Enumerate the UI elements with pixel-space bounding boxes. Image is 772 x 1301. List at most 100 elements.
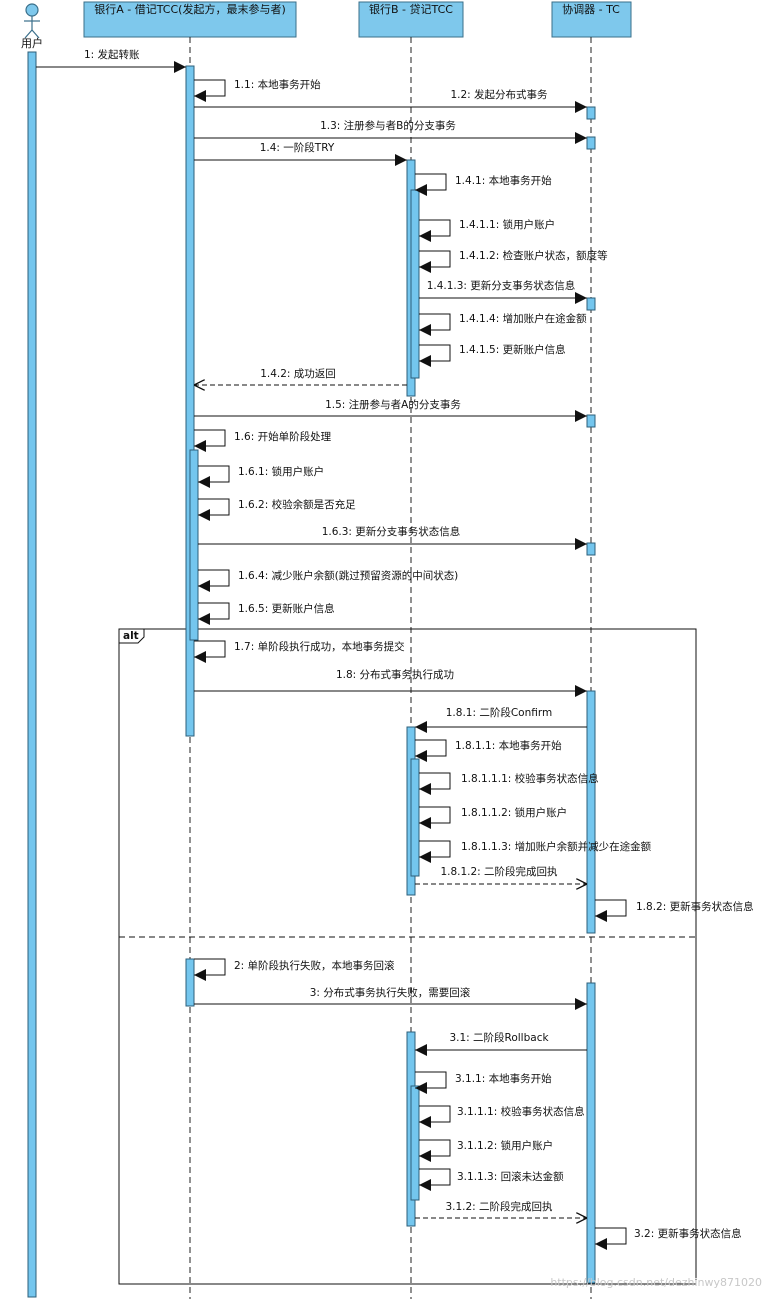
activation-bank-b-confirm-nested [410,758,420,877]
message-17: 1.6.3: 更新分支事务状态信息 [198,525,587,550]
activation-tc-3 [586,297,596,311]
self-call-arrow [419,806,451,829]
message-31: 3.1: 二阶段Rollback [415,1031,587,1056]
message-label: 1.4.1.3: 更新分支事务状态信息 [427,279,576,292]
message-label: 1.4.1.5: 更新账户信息 [459,343,566,356]
self-call-arrow [419,344,451,367]
message-label: 3.2: 更新事务状态信息 [634,1227,742,1240]
message-3: 1.2: 发起分布式事务 [194,88,587,113]
message-label: 1.4.1.2: 检查账户状态，额度等 [459,249,608,262]
message-32: 3.1.1: 本地事务开始 [415,1071,552,1094]
message-label: 1.8.1.1: 本地事务开始 [455,739,562,752]
message-27: 1.8.1.2: 二阶段完成回执 [415,865,587,884]
message-26: 1.8.1.1.3: 增加账户余额并减少在途金额 [419,840,652,863]
message-25: 1.8.1.1.2: 锁用户账户 [419,806,567,829]
self-call-arrow [595,1227,627,1250]
message-label: 3.1.1.2: 锁用户账户 [457,1139,553,1152]
message-label: 1.6.1: 锁用户账户 [238,465,324,478]
self-call-arrow [419,1168,451,1191]
self-call-arrow [415,1071,447,1094]
message-22: 1.8.1: 二阶段Confirm [415,706,587,733]
activation-bank-a [185,65,195,737]
message-label: 1.5: 注册参与者A的分支事务 [325,398,461,411]
self-call-arrow [595,899,627,922]
message-label: 1.8.1.1.2: 锁用户账户 [461,806,567,819]
self-call-arrow [198,602,230,625]
self-call-arrow [194,958,226,981]
activation-tc-1 [586,106,596,120]
message-10: 1.4.1.4: 增加账户在途金额 [419,312,587,336]
message-34: 3.1.1.2: 锁用户账户 [419,1139,553,1162]
message-20: 1.7: 单阶段执行成功，本地事务提交 [194,640,405,663]
self-call-arrow [198,498,230,521]
activation-user [27,51,37,1298]
self-call-arrow [419,1105,451,1128]
self-call-arrow [198,465,230,488]
self-call-arrow [419,772,451,795]
message-6: 1.4.1: 本地事务开始 [415,173,552,196]
actor-user-label: 用户 [21,36,43,50]
message-label: 1.4: 一阶段TRY [260,141,335,154]
message-18: 1.6.4: 减少账户余额(跳过预留资源的中间状态) [198,569,458,592]
self-call-arrow [419,840,451,863]
self-call-arrow [419,250,451,273]
message-29: 2: 单阶段执行失败，本地事务回滚 [194,958,395,981]
message-30: 3: 分布式事务执行失败，需要回滚 [194,986,587,1010]
self-call-arrow [194,79,226,102]
message-label: 3.1: 二阶段Rollback [449,1031,549,1044]
activation-bars [27,51,596,1298]
activation-tc-5 [586,542,596,556]
message-7: 1.4.1.1: 锁用户账户 [419,218,555,242]
message-13: 1.5: 注册参与者A的分支事务 [194,398,587,422]
message-label: 1.2: 发起分布式事务 [450,88,548,101]
message-label: 1.8.1.2: 二阶段完成回执 [440,865,558,878]
self-call-arrow [415,173,447,196]
message-label: 3.1.1: 本地事务开始 [455,1072,552,1085]
alt-fragment: alt [118,628,697,1285]
message-15: 1.6.1: 锁用户账户 [198,465,324,488]
activation-bank-b-rollback-nested [410,1085,420,1201]
message-label: 1.8.1: 二阶段Confirm [446,706,552,719]
self-call-arrow [194,640,226,663]
message-label: 1.4.1.1: 锁用户账户 [459,218,555,231]
participant-bank-a: 银行A - 借记TCC(发起方，最末参与者) [83,1,297,38]
activation-bank-a-nested [189,449,199,641]
message-label: 1.6.5: 更新账户信息 [238,602,335,615]
message-label: 1: 发起转账 [84,48,140,61]
actor-head-icon [25,3,39,17]
message-label: 1.4.1.4: 增加账户在途金额 [459,312,587,325]
message-19: 1.6.5: 更新账户信息 [198,602,335,625]
message-label: 3.1.1.3: 回滚未达金额 [457,1170,564,1183]
message-label: 3: 分布式事务执行失败，需要回滚 [310,986,471,999]
self-call-arrow [419,313,451,336]
message-label: 1.8.1.1.1: 校验事务状态信息 [461,772,599,785]
message-35: 3.1.1.3: 回滚未达金额 [419,1168,564,1191]
message-label: 1.1: 本地事务开始 [234,78,321,91]
self-call-arrow [198,569,230,592]
message-36: 3.1.2: 二阶段完成回执 [415,1200,587,1218]
message-33: 3.1.1.1: 校验事务状态信息 [419,1105,585,1128]
message-2: 1.1: 本地事务开始 [194,78,321,102]
message-label: 1.3: 注册参与者B的分支事务 [320,119,456,132]
watermark-text: https://blog.csdn.net/dezhinwy871020 [550,1276,762,1289]
message-label: 3.1.1.1: 校验事务状态信息 [457,1105,585,1118]
message-5: 1.4: 一阶段TRY [194,141,407,166]
message-label: 1.6.2: 校验余额是否充足 [238,498,356,511]
participant-bank-b-label: 银行B - 贷记TCC [369,2,453,16]
activation-bank-b-try-nested [410,189,420,379]
activation-tc-rollback [586,982,596,1284]
message-label: 1.6.4: 减少账户余额(跳过预留资源的中间状态) [238,569,458,582]
message-label: 1.4.2: 成功返回 [260,368,336,380]
activation-tc-4 [586,414,596,428]
activation-bank-a-rollback [185,958,195,1007]
participant-tc-label: 协调器 - TC [562,2,620,16]
message-21: 1.8: 分布式事务执行成功 [194,668,587,697]
participant-bank-a-label: 银行A - 借记TCC(发起方，最末参与者) [94,2,286,16]
message-16: 1.6.2: 校验余额是否充足 [198,498,356,521]
self-call-arrow [419,219,451,242]
message-11: 1.4.1.5: 更新账户信息 [419,343,566,367]
message-label: 1.6.3: 更新分支事务状态信息 [322,525,461,538]
message-14: 1.6: 开始单阶段处理 [194,429,332,452]
message-1: 1: 发起转账 [36,48,186,73]
